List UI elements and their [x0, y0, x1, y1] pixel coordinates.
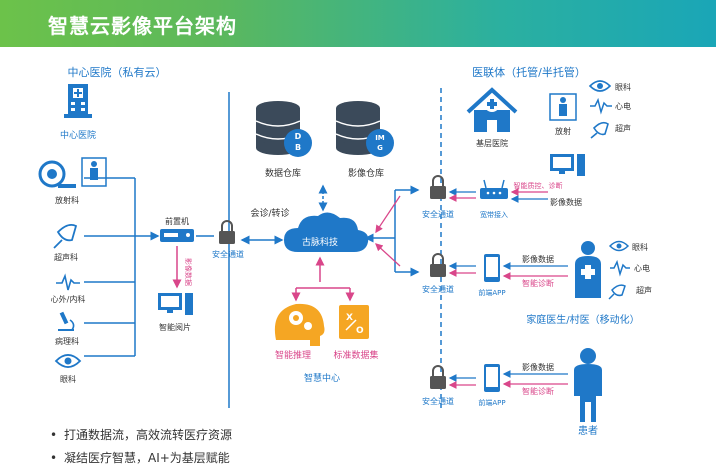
standard-dataset-label: 标准数据集 — [333, 349, 378, 361]
smart-reasoning-label: 智能推理 — [275, 349, 311, 361]
dept-pathology-label: 病理科 — [55, 336, 79, 346]
bullet-list: •打通数据流，高效流转医疗资源 •凝结医疗智慧，AI+为基层赋能 — [50, 424, 232, 470]
img-icon-text-2: G — [377, 144, 383, 152]
security-lock-r1-icon — [430, 175, 446, 199]
smart-diagnosis-r3-label: 智能诊断 — [522, 386, 554, 396]
security-lock-r2-icon — [430, 253, 446, 277]
bullet-item-1: •打通数据流，高效流转医疗资源 — [50, 428, 233, 442]
right-eye-label: 眼科 — [615, 82, 631, 92]
svg-text:X: X — [346, 313, 353, 323]
img-icon-text-1: IM — [375, 134, 385, 142]
data-warehouse-label: 数据仓库 — [265, 167, 301, 179]
cloud-label: 古脉科技 — [302, 236, 338, 248]
doc-ultrasound-icon — [608, 284, 626, 300]
image-data-vertical-label: 影像数据 — [184, 258, 193, 286]
workstation-icon — [158, 293, 193, 315]
xray-person-icon — [81, 157, 107, 187]
dept-eye-label: 眼科 — [60, 374, 76, 384]
bullet-item-2: •凝结医疗智慧，AI+为基层赋能 — [50, 451, 230, 465]
smart-reading-label: 智能阅片 — [159, 322, 191, 332]
security-lock-left-icon — [219, 220, 235, 244]
doctor-icon — [575, 241, 601, 298]
consult-referral-label: 会诊/转诊 — [250, 207, 289, 219]
db-icon-text-1: D — [295, 132, 302, 141]
center-hospital-label: 中心医院 — [60, 129, 96, 141]
db-icon-text-2: B — [295, 143, 301, 152]
right-region-title: 医联体（托管/半托管） — [472, 65, 586, 79]
smart-center-label: 智慧中心 — [304, 372, 340, 384]
security-lock-r3-icon — [430, 365, 446, 389]
app-r2-label: 前端APP — [478, 288, 505, 297]
app-r3-label: 前端APP — [478, 398, 505, 407]
family-doctor-label: 家庭医生/村医（移动化） — [526, 313, 639, 326]
doc-eye-icon — [608, 240, 630, 252]
remote-consult-label: 智能质控、诊断 — [514, 181, 563, 190]
microscope-icon — [58, 311, 75, 331]
front-machine-label: 前置机 — [165, 216, 189, 226]
doc-ultrasound-label: 超声 — [636, 285, 652, 295]
router-icon — [480, 179, 508, 199]
image-data-r2-label: 影像数据 — [522, 254, 554, 264]
patient-label: 患者 — [578, 425, 598, 437]
smart-diagnosis-r2-label: 智能诊断 — [522, 278, 554, 288]
image-data-r3-label: 影像数据 — [522, 362, 554, 372]
primary-hospital-icon — [466, 87, 518, 132]
security-channel-r3-label: 安全通道 — [422, 396, 454, 406]
security-channel-left-label: 安全通道 — [212, 249, 244, 259]
page-title: 智慧云影像平台架构 — [48, 14, 237, 38]
right-ecg-icon — [590, 97, 612, 115]
doc-eye-label: 眼科 — [632, 242, 648, 252]
eye-icon — [54, 354, 82, 368]
doc-ecg-icon — [610, 259, 630, 277]
left-region-title: 中心医院（私有云） — [68, 65, 167, 79]
right-ecg-label: 心电 — [615, 101, 631, 111]
right-workstation-icon — [550, 154, 585, 176]
brain-gears-icon — [274, 303, 325, 346]
image-data-r1-label: 影像数据 — [550, 197, 582, 207]
primary-hospital-label: 基层医院 — [476, 138, 508, 148]
ct-scanner-icon — [38, 160, 76, 188]
image-warehouse-icon — [335, 101, 394, 157]
security-channel-r1-label: 安全通道 — [422, 209, 454, 219]
dataset-icon: X O — [339, 305, 369, 339]
security-channel-r2-label: 安全通道 — [422, 284, 454, 294]
ultrasound-probe-icon — [53, 223, 78, 249]
right-radiology-label: 放射 — [555, 126, 571, 136]
dept-cardio-label: 心外/内科 — [51, 294, 86, 304]
dept-ultrasound-label: 超声科 — [54, 252, 78, 262]
dept-radiology-label: 放射科 — [55, 195, 79, 205]
phone-r2-icon — [484, 254, 500, 282]
title-banner: 智慧云影像平台架构 — [0, 0, 716, 47]
radiology-person-icon — [549, 93, 577, 121]
front-machine-icon — [160, 229, 194, 242]
doc-ecg-label: 心电 — [634, 263, 650, 273]
broadband-label: 宽带接入 — [480, 210, 508, 219]
right-ultrasound-label: 超声 — [615, 123, 631, 133]
phone-r3-icon — [484, 364, 500, 392]
right-eye-icon — [588, 80, 612, 92]
svg-text:O: O — [356, 326, 364, 336]
image-warehouse-label: 影像仓库 — [348, 167, 384, 179]
ecg-wave-icon — [56, 273, 80, 291]
right-ultrasound-icon — [590, 121, 609, 139]
cloud-icon — [284, 212, 369, 252]
hospital-building-icon — [64, 84, 92, 118]
patient-icon — [574, 348, 602, 422]
data-warehouse-icon — [255, 101, 312, 157]
